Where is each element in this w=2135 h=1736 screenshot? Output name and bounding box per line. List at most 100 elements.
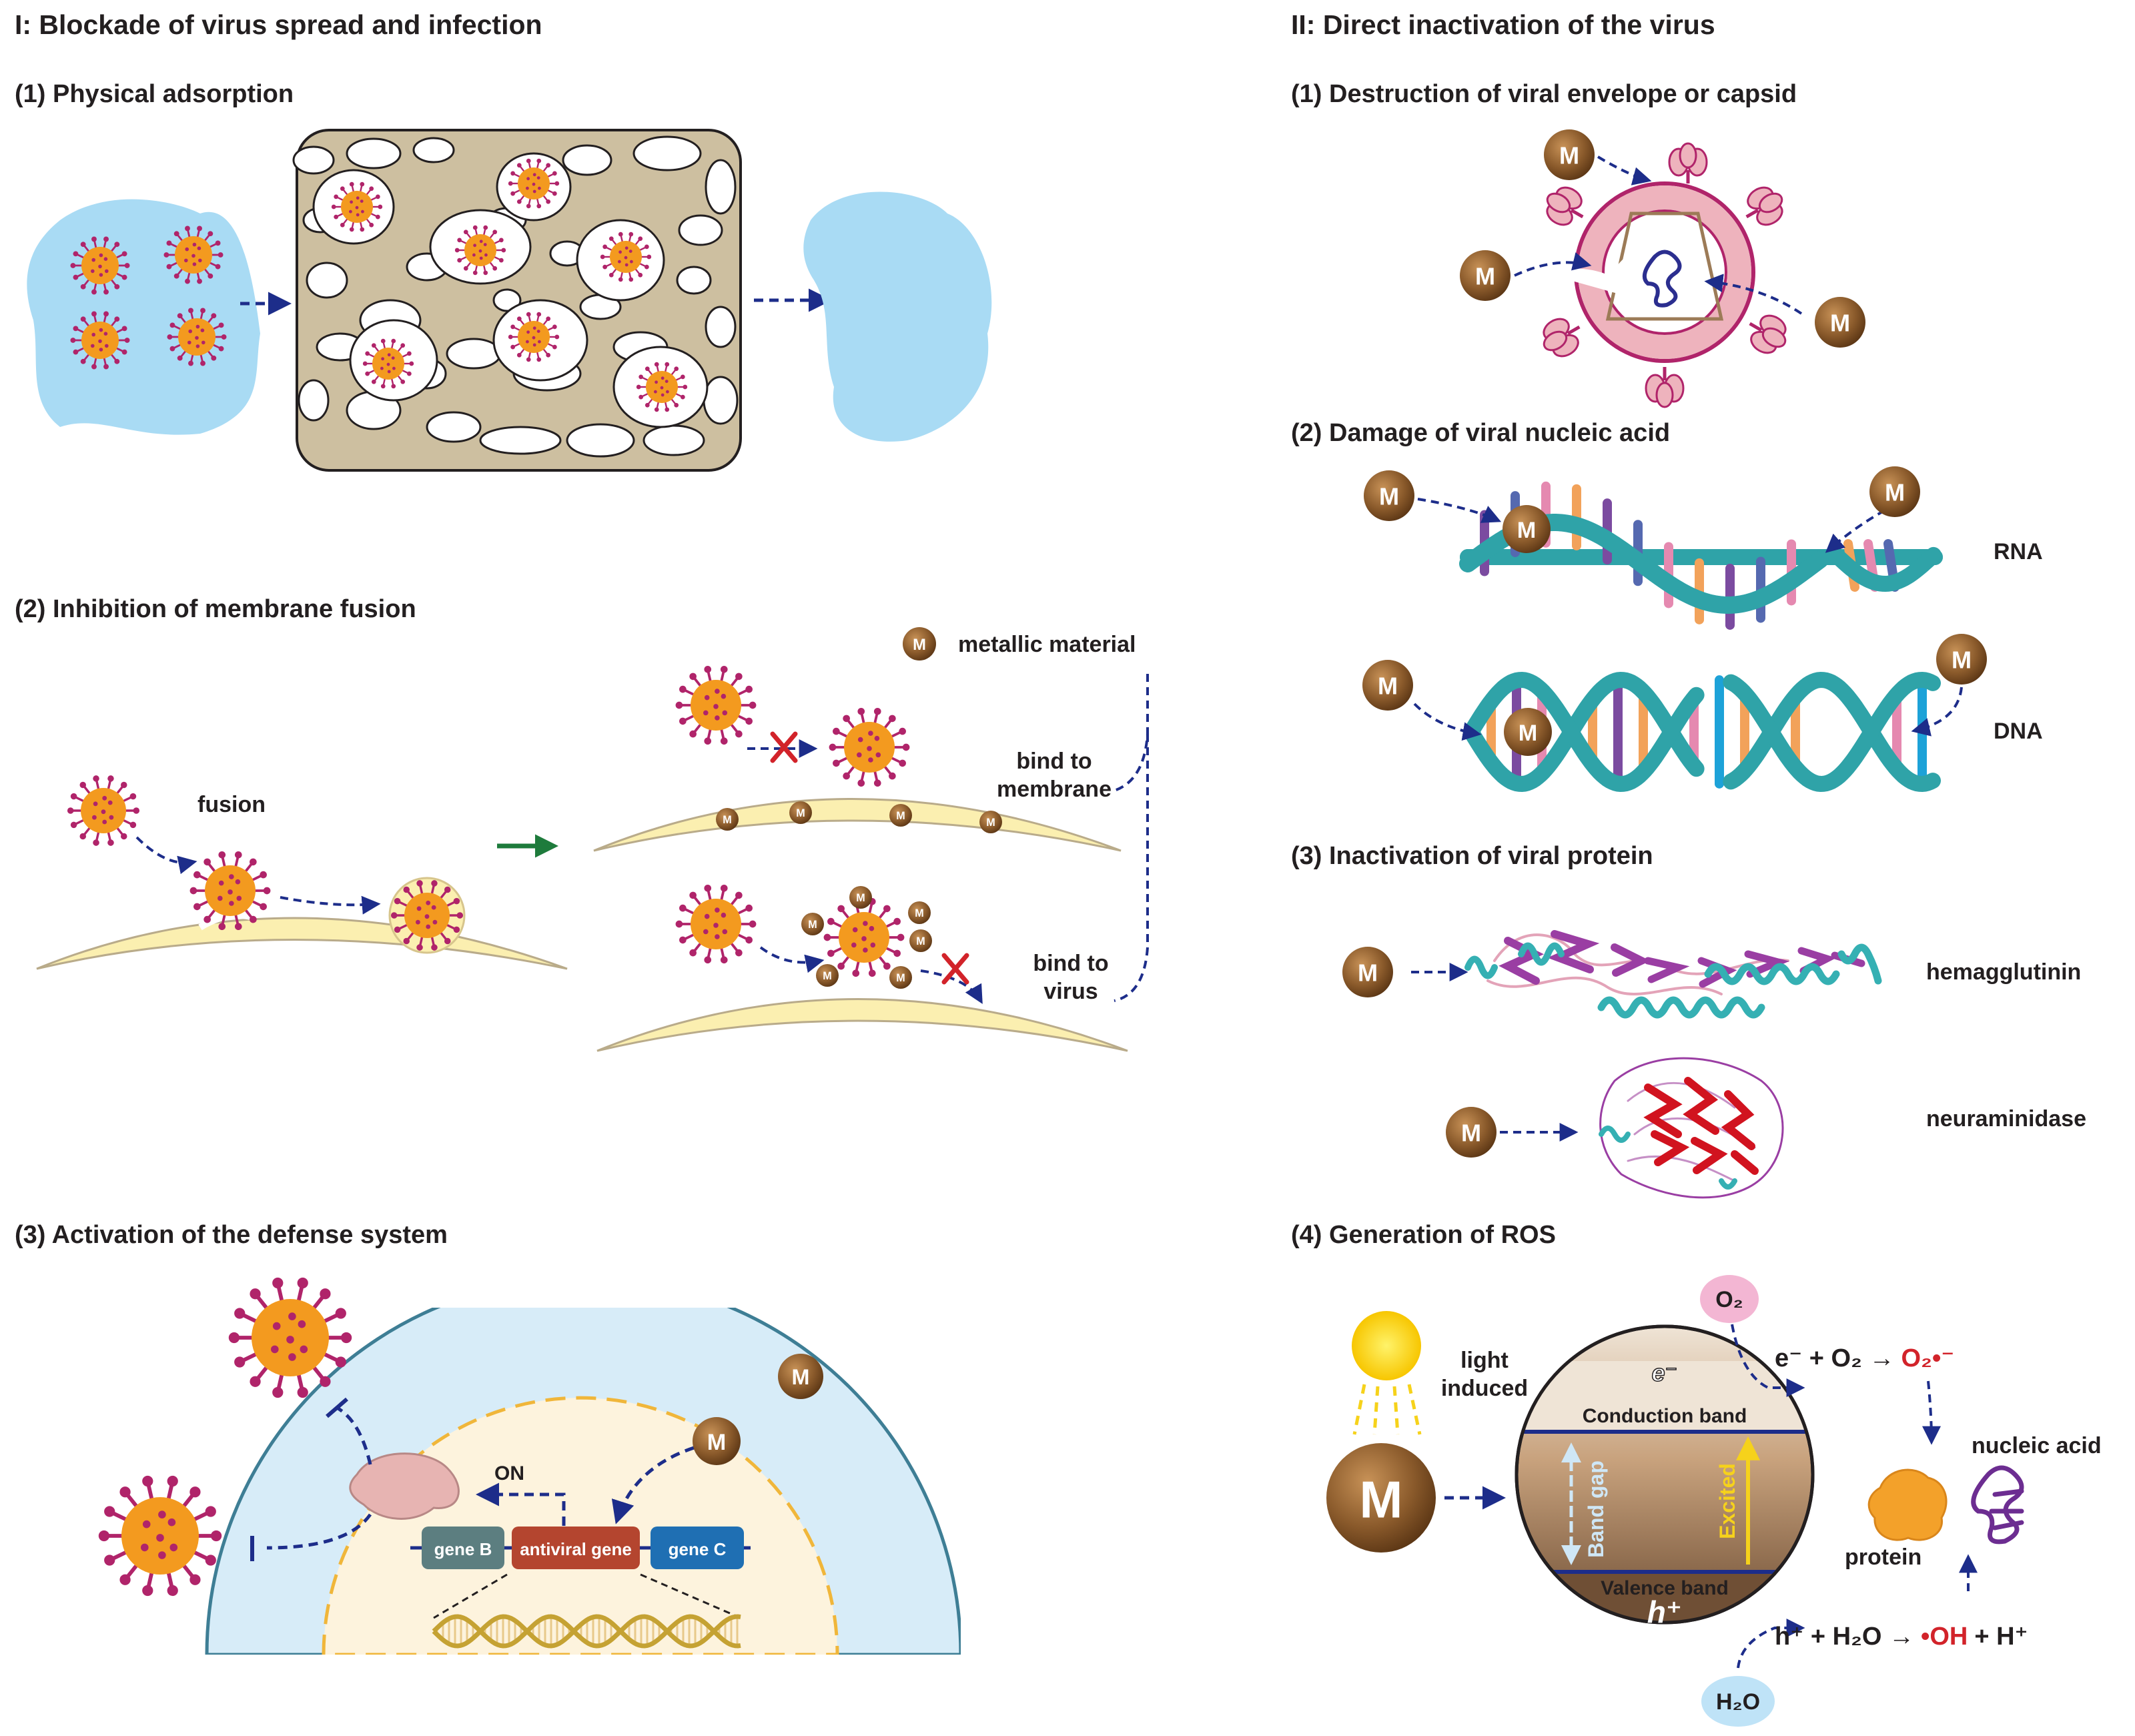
gene-b-label: gene B — [434, 1539, 492, 1559]
metal-particle-label: M — [1559, 142, 1579, 169]
metal-particle-label: M — [1360, 1470, 1403, 1529]
electron-label: e⁻ — [1651, 1359, 1677, 1386]
metal-particle-icon: M — [1342, 947, 1393, 997]
metal-particle-icon: M — [909, 929, 932, 952]
metal-particle-icon: M — [849, 886, 872, 909]
virus-icon — [829, 707, 910, 787]
bind-to-membrane-line-1: bind to — [1016, 749, 1092, 774]
metal-particle-icon: M — [1362, 660, 1413, 711]
virus-icon — [600, 232, 652, 282]
metal-particle-icon: M — [1869, 466, 1920, 517]
protein-icon — [1867, 1468, 1948, 1541]
metal-particle-label: M — [1475, 263, 1495, 290]
pore — [492, 288, 522, 312]
virus-icon — [390, 880, 464, 951]
hemagglutinin-label: hemagglutinin — [1926, 959, 2082, 985]
section-viral-protein: (3) Inactivation of viral protein — [1291, 842, 1653, 870]
excited-label: Excited — [1715, 1463, 1739, 1539]
blocked-cross-1 — [770, 731, 798, 763]
pore — [632, 135, 702, 171]
bind-to-virus-line-1: bind to — [1033, 951, 1109, 976]
pore — [676, 266, 712, 295]
metal-particle-icon: M — [889, 966, 912, 989]
neuraminidase-structure — [1599, 1057, 1784, 1199]
reaction-2: h⁺ + H₂O →•OH+ H⁺ — [1775, 1623, 2028, 1651]
antiviral-gene-box — [512, 1527, 640, 1569]
cell-membrane-bottom — [596, 998, 1128, 1052]
on-label: ON — [494, 1462, 524, 1484]
virus-icon — [823, 897, 905, 977]
metal-particle-label: M — [856, 892, 865, 904]
metal-particle-label: M — [723, 814, 731, 826]
bind-to-virus-label: bind to virus — [1011, 949, 1131, 1005]
pore — [292, 145, 335, 175]
right-panel-title: II: Direct inactivation of the virus — [1291, 9, 1715, 40]
envelope-spike-icon — [1749, 314, 1787, 354]
metal-particle-icon: M — [693, 1417, 741, 1465]
pore — [306, 262, 348, 299]
virus-icon — [70, 311, 130, 370]
reaction-1: e⁻ + O₂ →O₂•⁻ — [1775, 1344, 1954, 1372]
viral-genome-icon — [1642, 250, 1682, 308]
protein-label: protein — [1845, 1545, 1922, 1570]
metal-particle-icon: M — [1504, 708, 1552, 756]
virus-icon — [228, 1277, 352, 1398]
pore — [298, 379, 330, 422]
left-panel-title: I: Blockade of virus spread and infectio… — [15, 9, 542, 40]
virus-icon — [189, 851, 271, 931]
section-physical-adsorption: (1) Physical adsorption — [15, 80, 294, 108]
h2o-molecule-label: H₂O — [1716, 1689, 1760, 1715]
gene-c-box — [651, 1527, 744, 1569]
semiconductor-band-diagram: Conduction band Valence band Band gap Ex… — [1515, 1324, 1815, 1629]
virus-icon — [675, 884, 757, 964]
metal-particle-label: M — [1519, 721, 1537, 746]
bind-to-virus-line-2: virus — [1043, 979, 1098, 1004]
antiviral-gene-label: antiviral gene — [520, 1539, 632, 1559]
metal-particle-icon: M — [1364, 470, 1414, 521]
virus-icon — [167, 308, 227, 366]
envelope-spike-icon — [1546, 186, 1584, 226]
metal-particle-icon: M — [801, 913, 824, 935]
metal-particle-icon: M — [816, 964, 839, 987]
section-defense-system: (3) Activation of the defense system — [15, 1221, 448, 1249]
band-gap-label: Band gap — [1584, 1460, 1608, 1558]
virus-icon — [454, 225, 506, 276]
metal-particle-label: M — [1378, 673, 1398, 700]
envelope-spike-icon — [1645, 367, 1685, 408]
virus-icon — [636, 362, 688, 412]
section-nucleic-acid: (2) Damage of viral nucleic acid — [1291, 419, 1671, 447]
pore — [705, 159, 737, 215]
metal-particle-icon: M — [1326, 1443, 1436, 1553]
pore — [346, 137, 402, 169]
virus-icon — [98, 1475, 222, 1597]
pore — [643, 424, 705, 456]
pore — [562, 144, 612, 176]
antiviral-protein — [349, 1452, 460, 1520]
metal-particle-label: M — [1830, 310, 1850, 337]
pore — [566, 423, 635, 458]
cell-membrane-left — [36, 917, 568, 970]
metal-particle-icon: M — [778, 1354, 823, 1399]
metal-particle-label: M — [896, 972, 905, 984]
rna-label: RNA — [1994, 539, 2043, 564]
metal-particle-label: M — [1885, 479, 1905, 506]
virus-icon — [675, 665, 757, 745]
valence-band-label: Valence band — [1601, 1577, 1729, 1599]
pore — [446, 338, 502, 370]
metal-particle-label: M — [915, 907, 923, 919]
metal-particle-icon: M — [1446, 1107, 1497, 1158]
virus-icon — [163, 226, 224, 284]
neuraminidase-label: neuraminidase — [1926, 1106, 2086, 1132]
rna-fragment — [1827, 546, 1942, 592]
metal-particle-icon: M — [1503, 505, 1551, 553]
pore — [705, 306, 737, 348]
hole-label: h⁺ — [1647, 1595, 1682, 1629]
dna-strand — [432, 1614, 741, 1649]
metal-particle-icon: M — [1815, 297, 1865, 348]
metal-particle-icon: M — [1460, 250, 1511, 301]
metal-particle-icon: M — [716, 808, 739, 831]
metal-particle-label: M — [796, 807, 805, 819]
pore — [412, 137, 455, 163]
pore — [678, 214, 723, 246]
